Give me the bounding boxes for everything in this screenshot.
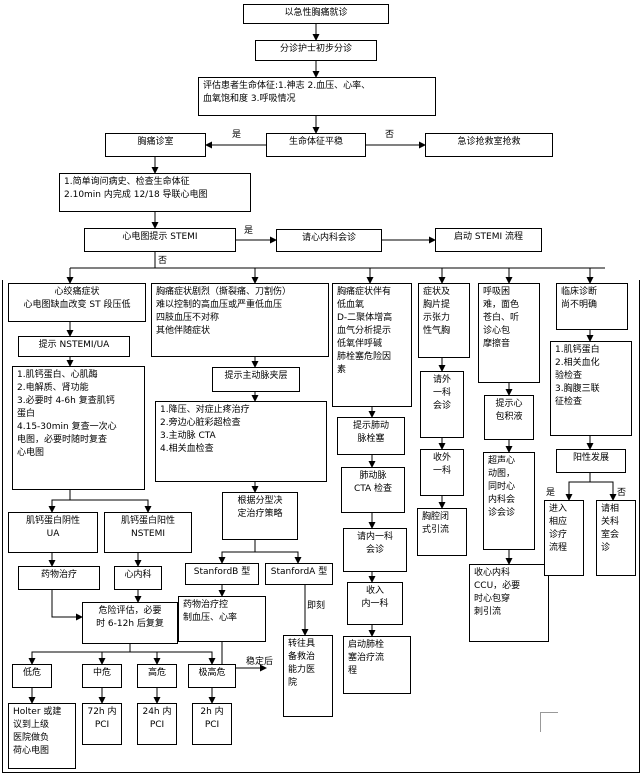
yes-label-positive: 是 [546, 488, 556, 498]
low-risk-node: 低危 [12, 664, 52, 688]
stanford-strategy-node: 根据分型决 定治疗策略 [222, 492, 298, 540]
high-risk-node: 高危 [137, 664, 177, 688]
surgery-consult-node: 请外 一科 会诊 [420, 371, 464, 438]
no-label-vital: 否 [385, 130, 395, 140]
pci-24h-node: 24h 内 PCI [137, 703, 177, 745]
stanford-a-node: StanfordA 型 [265, 563, 333, 585]
page-border [2, 280, 640, 773]
immediate-label: 即刻 [307, 601, 326, 611]
chest-drain-node: 胸腔闭 式引流 [417, 508, 467, 556]
dept-consult-node: 请相 关科 室会 诊 [596, 500, 636, 576]
drug-therapy-node: 药物治疗 [18, 566, 100, 590]
emergency-room-node: 急诊抢救室抢救 [425, 133, 553, 157]
vital-stable-node: 生命体征平稳 [266, 133, 366, 157]
chest-pain-clinic-node: 胸痛诊室 [105, 133, 206, 157]
tamponade-symptom-node: 呼吸困 难，面色 苍白、听 诊心包 摩擦音 [478, 283, 540, 383]
angina-symptom-node: 心绞痛症状 心电图缺血改变 ST 段压低 [8, 283, 146, 322]
holter-node: Holter 或建 议到上级 医院做负 荷心电图 [8, 703, 76, 769]
unclear-diagnosis-node: 临床诊断 尚不明确 [556, 283, 628, 330]
no-label-ecg: 否 [158, 256, 168, 266]
mid-risk-node: 中危 [82, 664, 122, 688]
pericardial-effusion-node: 提示心 包积液 [484, 395, 534, 440]
ccu-admit-node: 收心内科 CCU，必要 时心包穿 刺引流 [469, 564, 549, 642]
triage-node: 分诊护士初步分诊 [255, 40, 377, 61]
resp-admit-node: 收入 内一科 [347, 582, 403, 625]
start-node: 以急性胸痛就诊 [243, 4, 389, 24]
aortic-dissection-node: 提示主动脉夹层 [212, 367, 300, 392]
yes-label-ecg: 是 [244, 226, 254, 236]
ecg-stemi-node: 心电图提示 STEMI [84, 228, 236, 252]
positive-progress-node: 阳性发展 [556, 449, 626, 473]
very-high-risk-node: 极高危 [188, 664, 236, 688]
history-ecg-node: 1.简单询问病史、检查生命体征 2.10min 内完成 12/18 导联心电图 [59, 173, 251, 212]
pe-cta-node: 肺动脉 CTA 检查 [341, 467, 405, 513]
surgery-admit-node: 收外 一科 [420, 449, 464, 496]
pe-flow-node: 启动肺栓 塞治疗流 程 [343, 636, 411, 694]
unclear-tests-node: 1.肌钙蛋白 2.相关血化 验检查 3.胸腹三联 征检查 [550, 341, 632, 436]
aortic-symptom-node: 胸痛症状剧烈（撕裂痛、刀割伤） 难以控制的高血压或严重低血压 四肢血压不对称 其… [151, 283, 329, 357]
transfer-hospital-node: 转往具 备救治 能力医 院 [283, 635, 333, 717]
stanford-b-node: StanfordB 型 [185, 563, 259, 585]
cardiology-consult-node: 请心内科会诊 [276, 229, 382, 252]
resp-consult-node: 请内一科 会诊 [343, 528, 407, 572]
yes-label-vital: 是 [232, 130, 242, 140]
troponin-negative-node: 肌钙蛋白阴性 UA [8, 512, 98, 553]
cardiology-dept-node: 心内科 [114, 566, 162, 590]
vital-assessment-node: 评估患者生命体征:1.神志 2.血压、心率、 血氧饱和度 3.呼吸情况 [198, 77, 436, 116]
bp-drug-therapy-node: 药物治疗控 制血压、心率 [178, 596, 266, 642]
troponin-positive-node: 肌钙蛋白阳性 NSTEMI [104, 512, 192, 553]
enter-pathway-node: 进入 相应 诊疗 流程 [544, 500, 584, 576]
stable-label: 稳定后 [246, 657, 274, 667]
nstemi-ua-node: 提示 NSTEMI/UA [18, 336, 130, 357]
pe-node: 提示肺动 脉栓塞 [337, 417, 405, 455]
pci-2h-node: 2h 内 PCI [192, 703, 232, 745]
no-label-positive: 否 [617, 488, 627, 498]
pneumothorax-symptom-node: 症状及 胸片提 示张力 性气胸 [418, 283, 470, 358]
pe-symptom-node: 胸痛症状伴有 低血氧 D-二聚体增高 血气分析提示 低氧伴呼碱 肺栓塞危险因 素 [332, 283, 412, 407]
echo-consult-node: 超声心 动图， 同时心 内科会 诊会诊 [483, 452, 535, 550]
aortic-treatment-node: 1.降压、对症止疼治疗 2.旁边心脏彩超检查 3.主动脉 CTA 4.相关血检查 [155, 401, 327, 482]
corner-mark [540, 712, 558, 732]
lab-tests-node: 1.肌钙蛋白、心肌酶 2.电解质、肾功能 3.必要时 4-6h 复查肌钙 蛋白 … [12, 366, 145, 490]
risk-assessment-node: 危险评估，必要 时 6-12h 后复复 [82, 602, 178, 644]
pci-72h-node: 72h 内 PCI [82, 703, 122, 745]
stemi-flow-node: 启动 STEMI 流程 [435, 228, 542, 252]
